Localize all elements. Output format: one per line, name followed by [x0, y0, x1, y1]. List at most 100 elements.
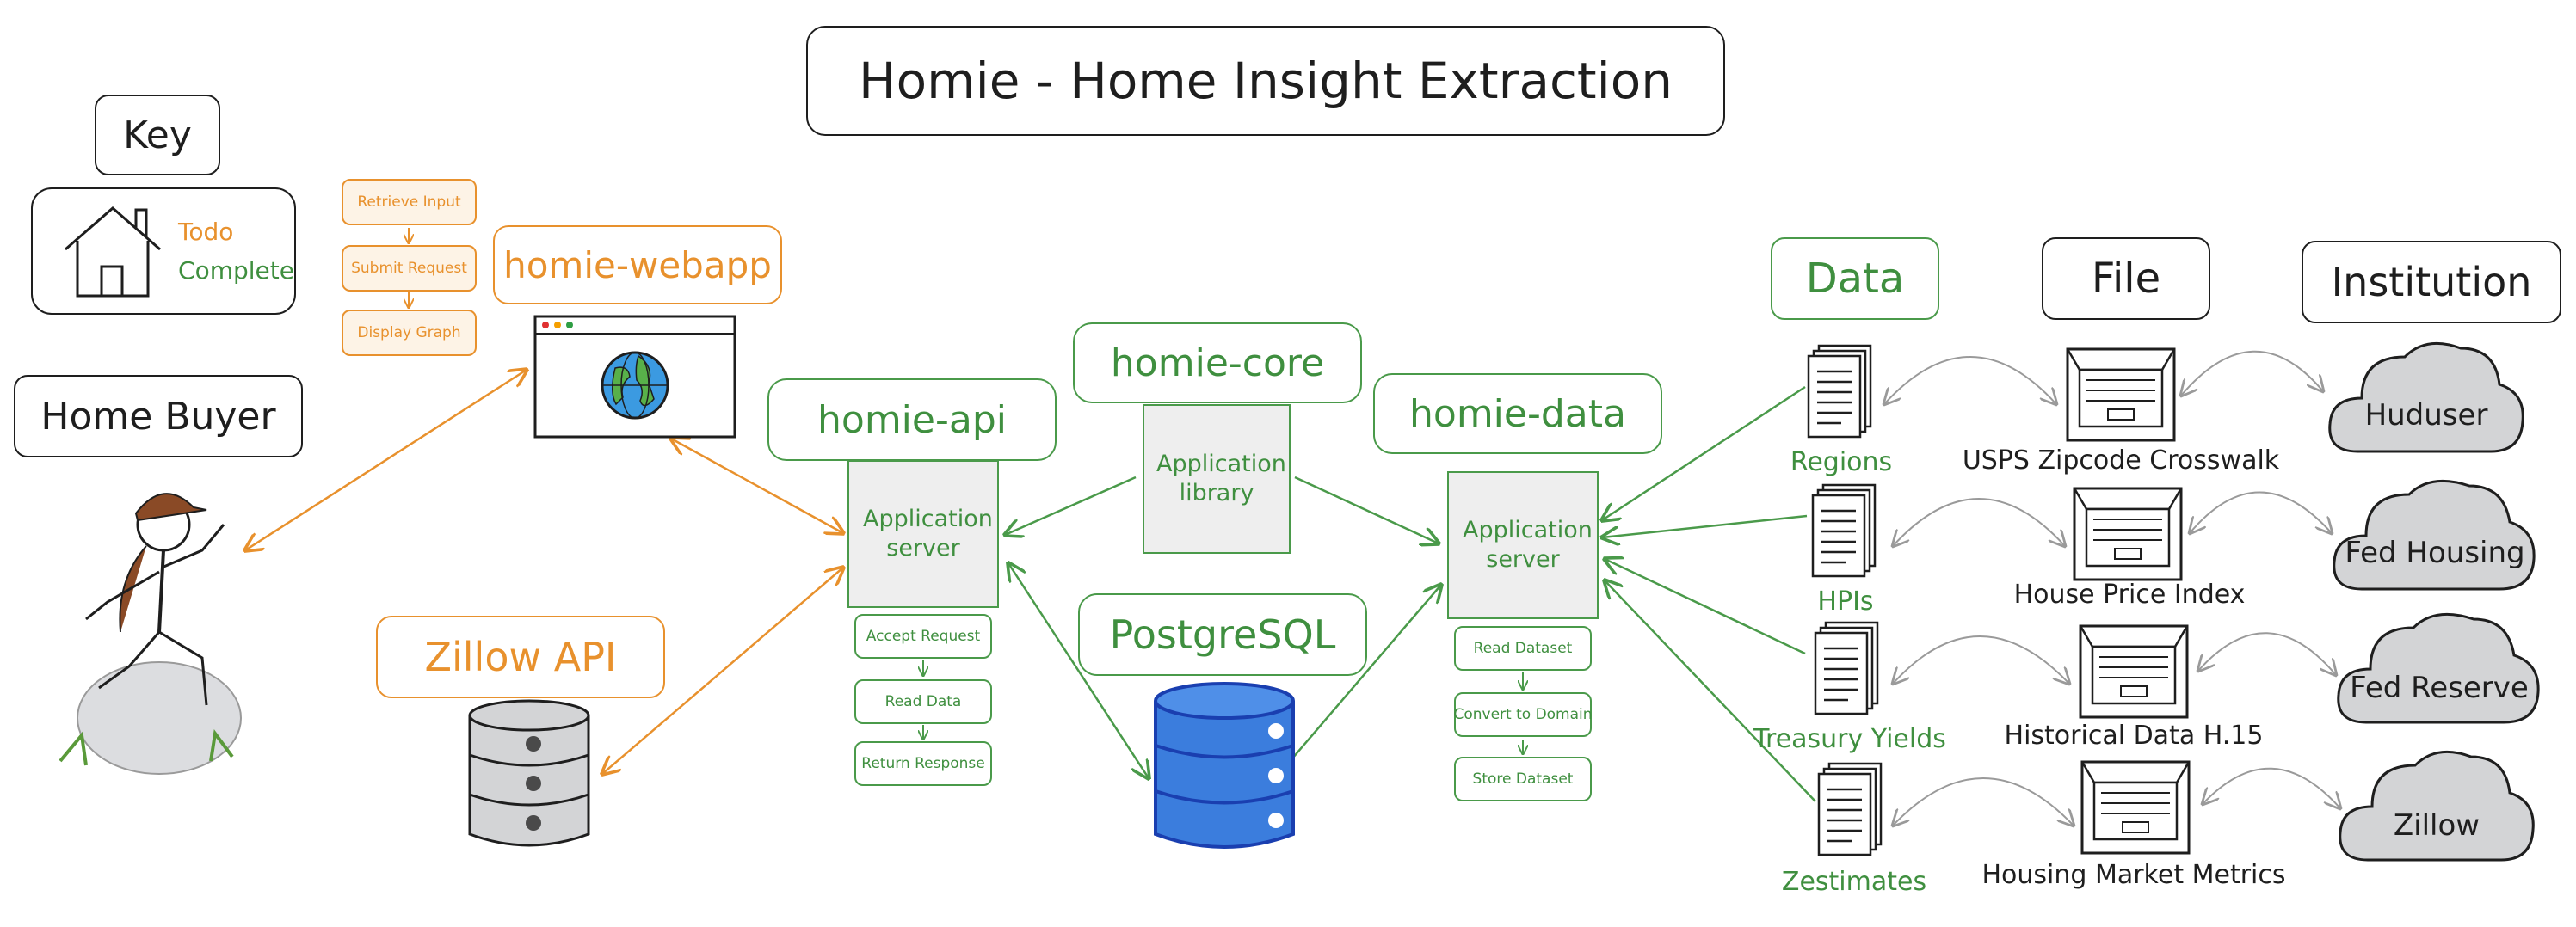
- key-todo-label: Todo: [178, 218, 234, 246]
- api-step-label: Return Response: [861, 755, 985, 772]
- dataset-label: Treasury Yields: [1753, 724, 1946, 754]
- institution-cloud: Zillow: [2333, 740, 2540, 867]
- browser-window-icon: [533, 315, 736, 439]
- database-icon: [468, 699, 590, 847]
- institution-cloud: Fed Reserve: [2332, 602, 2547, 729]
- file-cabinet-icon: [2079, 624, 2189, 719]
- core-label: homie-core: [1073, 322, 1362, 403]
- file-cabinet-icon: [2066, 347, 2176, 442]
- arrow-huduser-crosswalk: [2181, 350, 2323, 396]
- institution-label: Huduser: [2364, 398, 2488, 433]
- arrow-api-zillow: [602, 568, 843, 774]
- arrow-regions-data: [1602, 385, 1806, 520]
- file-column-header: File: [2042, 237, 2210, 320]
- institution-column-header-text: Institution: [2331, 259, 2532, 305]
- document-icon: [1807, 344, 1872, 439]
- api-server: Application server: [847, 460, 999, 608]
- data-server: Application server: [1447, 471, 1599, 619]
- dataset-label: HPIs: [1817, 586, 1874, 617]
- institution-column-header: Institution: [2302, 241, 2561, 323]
- data-server-text: Application server: [1463, 517, 1593, 573]
- document-icon: [1817, 762, 1883, 856]
- webapp-label: homie-webapp: [493, 225, 782, 304]
- arrow-data-postgres: [1272, 585, 1441, 783]
- home-buyer-text: Home Buyer: [40, 394, 276, 439]
- arrow-crosswalk-regions: [1884, 356, 2056, 404]
- webapp-label-text: homie-webapp: [503, 243, 772, 286]
- core-library: Application library: [1143, 404, 1291, 554]
- file-cabinet-icon: [2080, 760, 2191, 855]
- institution-cloud: Fed Housing: [2327, 469, 2542, 596]
- key-legend: Todo Complete: [31, 187, 296, 315]
- arrow-hpi-hpis: [1893, 498, 2065, 546]
- document-icon: [1811, 483, 1877, 578]
- arrow-zillow-hmm: [2203, 767, 2340, 808]
- home-buyer-label: Home Buyer: [14, 375, 303, 457]
- dataset-label: Regions: [1790, 447, 1893, 477]
- data-column-header: Data: [1771, 237, 1939, 320]
- data-step: Convert to Domain: [1453, 692, 1593, 737]
- data-step-label: Convert to Domain: [1453, 706, 1593, 723]
- arrow-fedhousing-hpi: [2190, 491, 2332, 534]
- data-step-label: Read Dataset: [1473, 640, 1573, 657]
- dataset-label: Zestimates: [1781, 867, 1927, 897]
- api-step-label: Read Data: [884, 693, 962, 710]
- document-icon: [1814, 621, 1879, 715]
- arrow-fedreserve-h15: [2198, 632, 2336, 675]
- file-cabinet-icon: [2073, 487, 2183, 581]
- arrow-yields-data: [1605, 559, 1806, 655]
- cloud-icon: [2339, 750, 2535, 862]
- cloud-icon: [2333, 479, 2536, 591]
- api-step: Return Response: [854, 741, 992, 786]
- api-step: Read Data: [854, 679, 992, 724]
- arrow-zestimates-data: [1605, 580, 1816, 802]
- data-step-label: Store Dataset: [1472, 770, 1574, 788]
- arrow-hpis-data: [1602, 514, 1808, 537]
- arrow-core-data: [1294, 476, 1439, 543]
- key-complete-label: Complete: [178, 256, 294, 285]
- webapp-step: Retrieve Input: [342, 179, 477, 225]
- key-heading-text: Key: [123, 113, 192, 157]
- core-library-text: Application library: [1156, 451, 1286, 506]
- cloud-icon: [2337, 612, 2540, 724]
- arrow-api-postgres: [1008, 563, 1149, 778]
- arrow-core-api: [1005, 476, 1137, 535]
- cloud-icon: [2328, 341, 2524, 453]
- data-service-label: homie-data: [1373, 373, 1662, 454]
- zillow-api-label-text: Zillow API: [424, 634, 617, 680]
- webapp-step: Display Graph: [342, 310, 477, 356]
- arrow-h15-yields: [1893, 635, 2069, 684]
- institution-label: Fed Reserve: [2350, 671, 2529, 705]
- file-label: House Price Index: [2013, 580, 2246, 610]
- data-service-label-text: homie-data: [1409, 391, 1626, 436]
- api-label-text: homie-api: [817, 397, 1007, 442]
- hiker-icon: [59, 493, 242, 775]
- api-step: Accept Request: [854, 614, 992, 659]
- arrow-buyer-webapp: [245, 370, 527, 550]
- webapp-step-label: Retrieve Input: [357, 193, 461, 211]
- api-label: homie-api: [767, 378, 1057, 461]
- page-title: Homie - Home Insight Extraction: [806, 26, 1725, 136]
- postgres-label: PostgreSQL: [1078, 593, 1367, 676]
- webapp-step-label: Submit Request: [351, 260, 467, 277]
- key-heading: Key: [95, 95, 220, 175]
- house-icon: [65, 206, 161, 298]
- webapp-step: Submit Request: [342, 245, 477, 292]
- institution-label: Fed Housing: [2345, 536, 2525, 570]
- file-label: USPS Zipcode Crosswalk: [1962, 445, 2280, 476]
- data-step: Store Dataset: [1454, 757, 1592, 801]
- institution-label: Zillow: [2393, 808, 2480, 843]
- zillow-api-label: Zillow API: [376, 616, 665, 698]
- api-server-text: Application server: [863, 506, 993, 562]
- data-step: Read Dataset: [1454, 626, 1592, 671]
- postgres-label-text: PostgreSQL: [1109, 611, 1336, 658]
- globe-icon: [601, 351, 669, 420]
- webapp-step-label: Display Graph: [357, 324, 461, 341]
- arrow-hmm-zestimates: [1893, 777, 2074, 826]
- file-label: Historical Data H.15: [2004, 721, 2264, 751]
- core-label-text: homie-core: [1110, 341, 1325, 385]
- title-text: Homie - Home Insight Extraction: [859, 52, 1673, 110]
- api-step-label: Accept Request: [866, 628, 981, 645]
